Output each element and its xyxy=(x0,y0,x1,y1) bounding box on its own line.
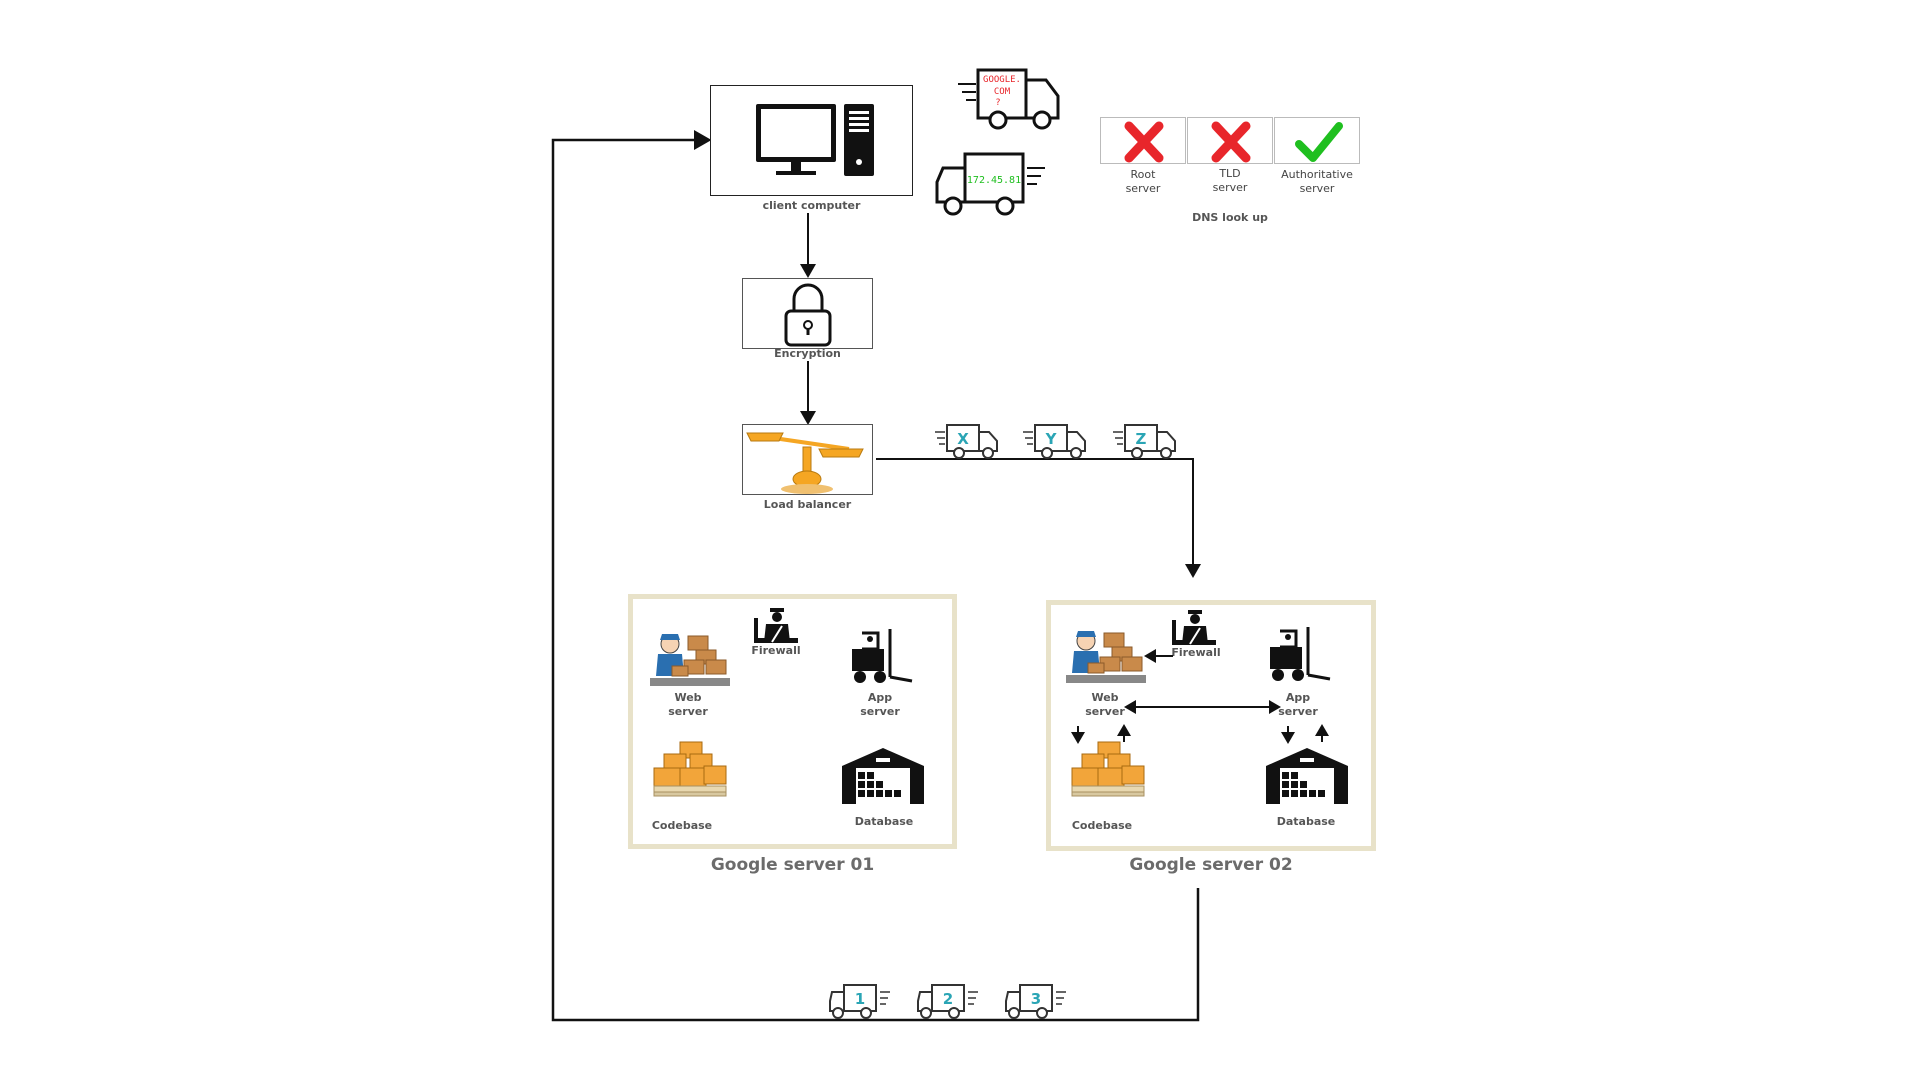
server1-title: Google server 01 xyxy=(710,855,875,875)
check-icon xyxy=(1295,122,1343,162)
scale-icon xyxy=(746,432,864,494)
dns-query-text-3: ? xyxy=(995,98,1000,108)
packet-truck-2: 2 xyxy=(916,982,982,1022)
forklift-icon xyxy=(1270,627,1331,681)
truck-label: Z xyxy=(1136,430,1147,448)
truck-icon: X xyxy=(935,424,998,459)
client-computer-box xyxy=(710,85,913,196)
truck-icon: 3 xyxy=(1005,984,1066,1019)
server2-title: Google server 02 xyxy=(1129,855,1293,875)
truck-label: X xyxy=(957,430,969,448)
server2-database-label: Database xyxy=(1276,815,1336,828)
truck-icon: 1 xyxy=(829,984,890,1019)
cross-icon xyxy=(1124,121,1164,163)
dns-reply-text: 172.45.81 xyxy=(967,175,1021,186)
computer-icon xyxy=(756,104,874,176)
lock-icon xyxy=(784,283,832,347)
truck-icon: Z xyxy=(1113,424,1176,459)
packet-truck-1: 1 xyxy=(828,982,894,1022)
client-computer-label: client computer xyxy=(762,199,861,212)
server1-frame xyxy=(628,594,957,849)
dns-authoritative-cell xyxy=(1274,117,1360,164)
truck-label: 2 xyxy=(943,990,953,1008)
dns-tld-cell xyxy=(1187,117,1273,164)
truck-label: Y xyxy=(1045,430,1058,448)
truck-label: 1 xyxy=(855,990,865,1008)
dns-lookup-title: DNS look up xyxy=(1192,211,1268,224)
load-balancer-label: Load balancer xyxy=(763,498,852,511)
server2-firewall-label: Firewall xyxy=(1171,646,1221,659)
dns-root-cell xyxy=(1100,117,1186,164)
codebase-boxes-icon xyxy=(1071,741,1145,797)
encryption-box xyxy=(742,278,873,349)
server1-firewall-label: Firewall xyxy=(751,644,801,657)
packet-truck-z: Z xyxy=(1113,422,1179,462)
arrow-lb-to-server2 xyxy=(876,458,1201,578)
packet-truck-x: X xyxy=(935,422,1001,462)
dns-query-truck-icon: GOOGLE. COM ? xyxy=(958,68,1060,130)
truck-label: 3 xyxy=(1031,990,1041,1008)
server1-codebase-label: Codebase xyxy=(651,819,713,832)
truck-icon: 2 xyxy=(917,984,978,1019)
warehouse-database-icon xyxy=(1266,748,1348,804)
encryption-label: Encryption xyxy=(774,347,841,360)
server1-database-label: Database xyxy=(854,815,914,828)
server2-codebase-label: Codebase xyxy=(1071,819,1133,832)
worker-boxes-icon xyxy=(650,634,730,686)
load-balancer-box xyxy=(742,424,873,495)
dns-query-text-2: COM xyxy=(994,87,1011,97)
warehouse-database-icon xyxy=(842,748,924,804)
worker-boxes-icon xyxy=(1066,631,1146,683)
truck-icon: Y xyxy=(1023,424,1086,459)
dns-reply-truck-icon: 172.45.81 xyxy=(935,152,1045,216)
server2-frame xyxy=(1046,600,1376,851)
arrow-return-to-client xyxy=(551,130,1200,1022)
dns-query-text-1: GOOGLE. xyxy=(983,75,1021,85)
codebase-boxes-icon xyxy=(653,741,727,797)
packet-truck-y: Y xyxy=(1023,422,1089,462)
firewall-guard-icon xyxy=(1172,610,1216,645)
packet-truck-3: 3 xyxy=(1004,982,1070,1022)
forklift-icon xyxy=(852,629,913,683)
cross-icon xyxy=(1211,121,1251,163)
firewall-guard-icon xyxy=(754,608,798,643)
